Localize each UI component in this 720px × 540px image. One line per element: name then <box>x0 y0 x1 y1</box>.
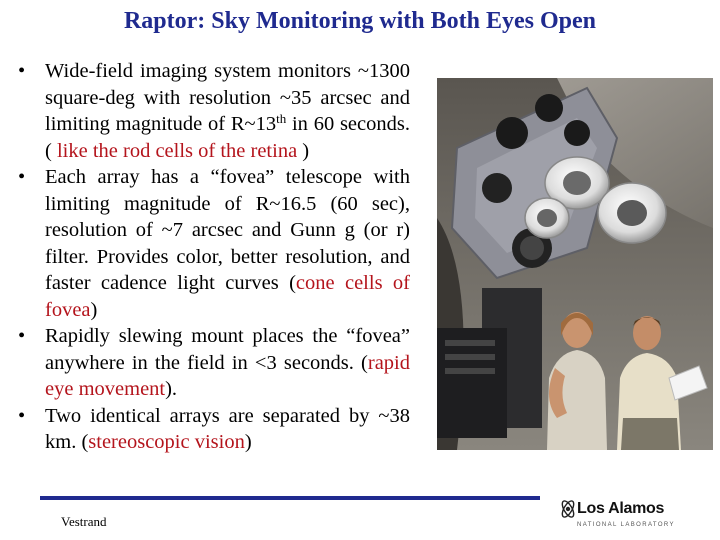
logo-subtitle: NATIONAL LABORATORY <box>577 522 675 528</box>
bullet-text: in 60 seconds. ( <box>45 113 410 162</box>
atom-icon <box>561 500 575 518</box>
analogy-text: cone cells of fovea <box>45 272 411 321</box>
bullet-item: • Rapidly slewing mount places the “fovea… <box>18 323 410 403</box>
bullet-item: • Wide-field imaging system monitors ~130… <box>18 58 410 164</box>
analogy-text: rapid eye movement <box>45 351 410 401</box>
bullet-text: ). <box>165 378 178 400</box>
bullet-marker: • <box>18 404 26 427</box>
telescope-photo <box>437 78 713 450</box>
slide-title: Raptor: Sky Monitoring with Both Eyes Op… <box>123 8 597 34</box>
bullet-text: Wide-field imaging system monitors ~1300… <box>45 60 410 135</box>
bullet-marker: • <box>18 60 26 82</box>
bullet-list: • Wide-field imaging system monitors ~130… <box>18 58 410 456</box>
bullet-text: Each array has a “fovea” telescope with … <box>45 166 410 294</box>
analogy-text: stereoscopic vision <box>88 431 245 453</box>
bullet-text: ) <box>244 431 252 453</box>
telescope-photo-illustration <box>437 78 713 450</box>
bullet-item: • Each array has a “fovea” telescope with… <box>18 164 410 323</box>
bullet-text: ) <box>297 139 310 162</box>
bullet-text: Two identical arrays are separated by ~3… <box>45 404 410 454</box>
superscript-text: th <box>276 111 287 126</box>
bullet-marker: • <box>18 325 26 347</box>
logo-wordmark: Los Alamos <box>577 500 665 517</box>
bullet-text: Rapidly slewing mount places the “fovea”… <box>45 325 410 374</box>
bullet-text: ) <box>90 298 98 321</box>
analogy-text: like the rod cells of the retina <box>56 139 298 162</box>
bullet-item: • Two identical arrays are separated by ~… <box>18 403 410 456</box>
los-alamos-logo: Los Alamos NATIONAL LABORATORY <box>557 488 697 534</box>
bullet-marker: • <box>18 166 26 188</box>
footer-rule <box>40 496 540 500</box>
footer-author: Vestrand <box>61 514 107 529</box>
